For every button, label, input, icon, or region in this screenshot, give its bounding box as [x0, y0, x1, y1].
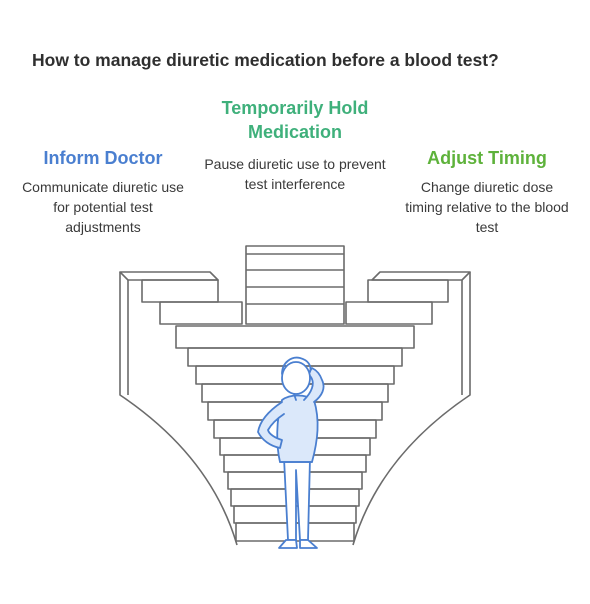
person-hair [281, 356, 312, 375]
left-wall [119, 272, 238, 546]
person-neck [293, 393, 297, 401]
right-step [367, 279, 449, 303]
middle-stair-block [245, 245, 345, 325]
option-heading: Temporarily Hold Medication [221, 98, 369, 142]
person-figure [257, 356, 325, 549]
person-torso [276, 394, 319, 463]
person-arm-hip [257, 401, 285, 449]
left-step [159, 301, 243, 325]
option-description: Change diuretic dose timing relative to … [405, 179, 569, 235]
left-top-ledge [119, 271, 219, 281]
right-step [345, 301, 433, 325]
option-adjust-timing: Adjust Timing Change diuretic dose timin… [402, 146, 572, 237]
person-legs [283, 457, 311, 541]
person-head [281, 361, 311, 395]
lower-step [175, 325, 415, 349]
page-title: How to manage diuretic medication before… [32, 50, 499, 70]
option-hold-medication: Temporarily Hold Medication Pause diuret… [200, 96, 390, 194]
right-wall [352, 272, 471, 546]
option-description: Communicate diuretic use for potential t… [22, 179, 184, 235]
person-foot [299, 539, 318, 549]
option-heading: Adjust Timing [427, 148, 547, 168]
right-top-ledge [371, 271, 471, 281]
person-foot [278, 539, 298, 549]
option-inform-doctor: Inform Doctor Communicate diuretic use f… [18, 146, 188, 237]
option-description: Pause diuretic use to prevent test inter… [204, 156, 386, 192]
left-step [141, 279, 219, 303]
option-heading: Inform Doctor [43, 148, 163, 168]
